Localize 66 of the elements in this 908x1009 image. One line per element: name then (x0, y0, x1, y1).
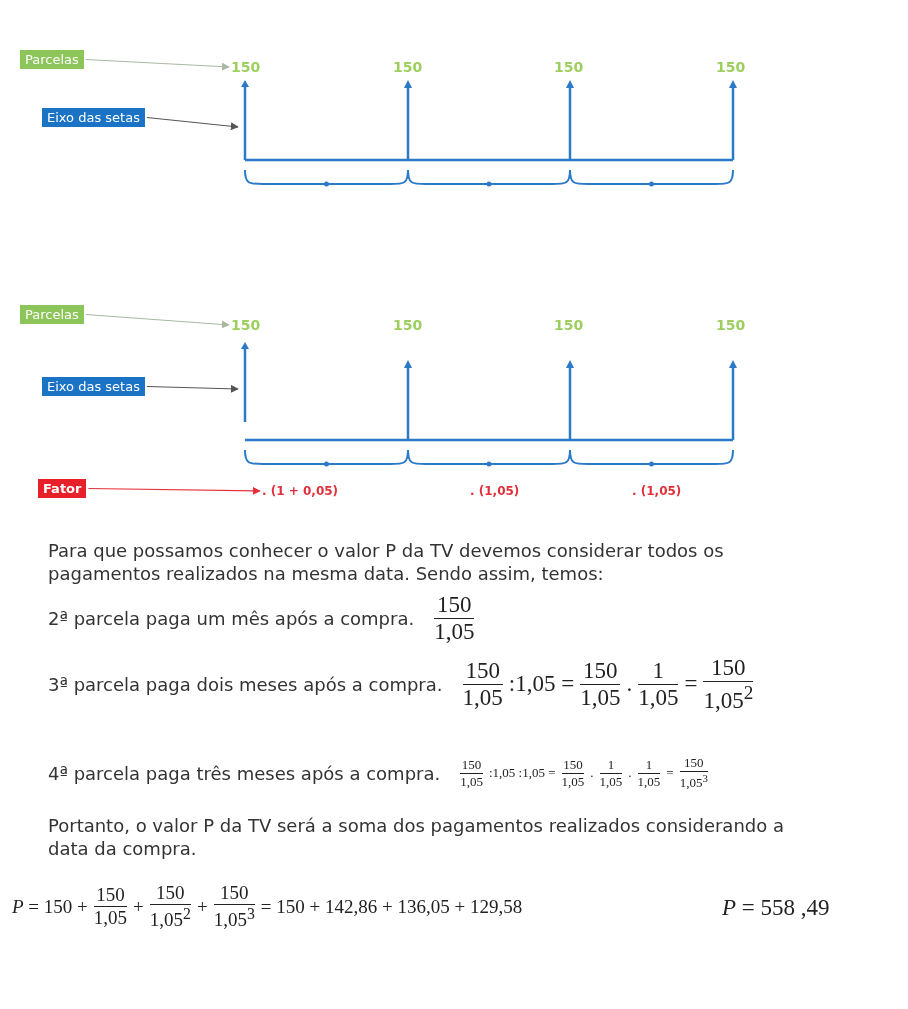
math-expression: = (684, 671, 698, 698)
fraction-numerator: 150 (155, 882, 186, 904)
fraction-denominator: 1,05 (637, 772, 661, 790)
math-expression: . (590, 765, 594, 782)
fraction-denominator: 1,05 (434, 618, 475, 645)
sentence: 2ª parcela paga um mês após a compra. (48, 608, 415, 629)
amount-label: 150 (716, 317, 746, 333)
fraction-numerator: 150 (219, 882, 250, 904)
fraction-denominator: 1,05$^{2}$ (149, 904, 191, 932)
paragraph: Para que possamos conhecer o valor P da TV devemos considerar todos os pagamentos realizados na mesma data. Sendo assim, temos: (48, 540, 725, 585)
fraction-denominator: 1,05 (561, 772, 585, 790)
factor-label: . (1,05) (632, 484, 682, 498)
sentence: 3ª parcela paga dois meses após a compra. (48, 673, 443, 695)
math-expression: P = 150 + (12, 895, 88, 918)
sentence: 4ª parcela paga três meses após a compra. (48, 762, 441, 784)
arrow (85, 313, 230, 329)
amount-label: 150 (554, 59, 584, 75)
arrow (146, 384, 239, 393)
math-expression: :1,05 = (508, 671, 575, 698)
amount-label: 150 (554, 317, 584, 333)
fraction-numerator: 150 (464, 657, 501, 684)
fraction-denominator: 1,05 (462, 683, 503, 711)
factor-label: . (1 + 0,05) (262, 484, 339, 498)
label-tag: Eixo das setas (42, 108, 145, 127)
fraction-denominator: 1,05$^{2}$ (703, 681, 754, 714)
fraction-numerator: 150 (562, 756, 584, 773)
fraction-numerator: 150 (95, 884, 126, 907)
math-expression: + (196, 895, 208, 918)
fraction-denominator: 1,05$^{3}$ (213, 904, 255, 932)
math-expression: = 150 + 142,86 + 136,05 + 129,58 (260, 895, 523, 918)
fraction-denominator: 1,05 (93, 906, 128, 930)
result-expression: P = 558 ,49 (722, 895, 830, 921)
fraction-numerator: 150 (436, 592, 473, 618)
fraction-numerator: 150 (582, 657, 619, 684)
math-expression: + (133, 895, 144, 918)
factor-label: . (1,05) (470, 484, 520, 498)
label-tag: Fator (38, 479, 87, 498)
label-tag: Parcelas (20, 305, 84, 324)
amount-label: 150 (231, 59, 261, 75)
amount-label: 150 (716, 59, 746, 75)
fraction-denominator: 1,05 (580, 683, 621, 711)
fraction-numerator: 150 (710, 655, 747, 681)
fraction-denominator: 1,05 (599, 772, 623, 790)
fraction-numerator: 150 (460, 756, 483, 773)
fraction-denominator: 1,05$^{3}$ (679, 771, 708, 792)
fraction-numerator: 150 (682, 755, 705, 771)
math-expression: . (628, 765, 632, 782)
label-tag: Eixo das setas (42, 377, 145, 396)
math-expression: = (666, 765, 674, 782)
fraction-denominator: 1,05 (638, 683, 679, 711)
fraction-numerator: 1 (651, 657, 665, 684)
amount-label: 150 (231, 317, 261, 333)
math-expression: :1,05 :1,05 = (488, 765, 556, 782)
amount-label: 150 (393, 317, 423, 333)
upward-arrow (240, 340, 250, 422)
fraction-denominator: 1,05 (460, 772, 483, 790)
label-tag: Parcelas (20, 50, 84, 69)
arrow (85, 58, 230, 71)
upward-arrow (240, 78, 250, 160)
amount-label: 150 (393, 59, 423, 75)
arrow (146, 116, 239, 131)
math-expression: . (626, 671, 633, 698)
arrow (87, 486, 261, 495)
paragraph: Portanto, o valor P da TV será a soma dos pagamentos realizados considerando a data da compra. (48, 815, 785, 860)
fraction-numerator: 1 (644, 756, 654, 773)
fraction-numerator: 1 (606, 756, 616, 773)
